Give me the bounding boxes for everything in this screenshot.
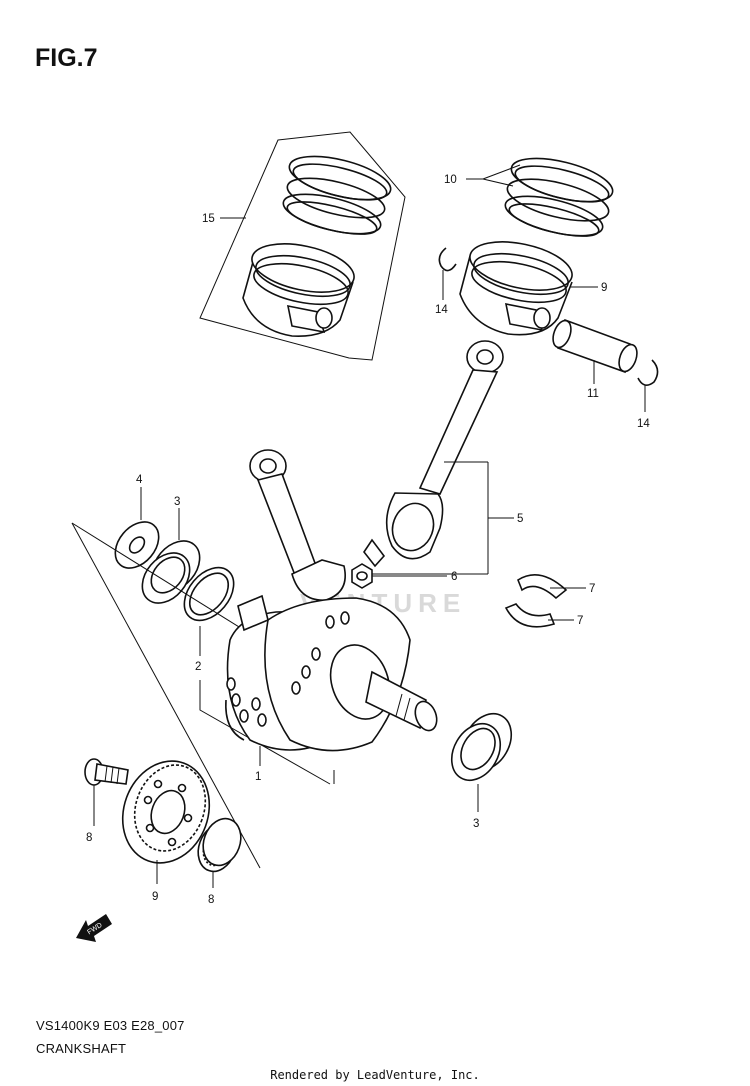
callout-10: 8 <box>86 832 92 844</box>
rendered-by-credit: Rendered by LeadVenture, Inc. <box>270 1068 480 1082</box>
connecting-rod-icon: 5 <box>363 340 523 575</box>
callout-9: 9 <box>152 891 158 903</box>
piston-11-group: 9 <box>459 241 607 336</box>
callout-15: 15 <box>202 213 215 225</box>
rod-bearing-lower-icon: 7 <box>504 603 583 628</box>
circlip-left-icon: 14 <box>435 247 457 316</box>
part-name: CRANKSHAFT <box>36 1041 127 1056</box>
crankshaft-icon: 1 <box>71 449 438 869</box>
callout-12: 10 <box>444 174 457 186</box>
thrust-washer-icon: 2 <box>183 566 235 673</box>
callout-4: 4 <box>136 474 143 486</box>
piston-kit-group: 15 <box>199 131 406 361</box>
callout-13: 11 <box>587 388 599 400</box>
fwd-arrow-icon: FWD <box>76 914 112 942</box>
piston-icon <box>242 243 355 337</box>
crank-web-holes <box>226 611 350 727</box>
callout-3-left: 3 <box>174 496 180 508</box>
rod-bearing-upper-icon: 7 <box>517 574 595 600</box>
piston-kit-frame <box>199 131 406 361</box>
rod-nut-icon: 6 <box>351 563 457 589</box>
bearing-right-icon: 3 <box>450 712 513 830</box>
bolt-icon: 8 <box>84 758 129 844</box>
part-code: VS1400K9 E03 E28_007 <box>36 1018 185 1033</box>
callout-7-lower: 7 <box>577 615 583 627</box>
needle-bearing-icon: 8 <box>197 817 242 906</box>
figure-title: FIG.7 <box>35 44 98 72</box>
callout-2: 2 <box>195 661 201 673</box>
circlip-right-icon: 14 <box>637 359 659 430</box>
starter-gear-icon: 9 <box>121 760 211 903</box>
callout-14-right: 14 <box>637 418 650 430</box>
piston-pin-icon: 11 <box>552 318 638 400</box>
piston-ring-set-icon <box>282 155 392 235</box>
bearing-left-icon: 3 <box>141 496 201 604</box>
callout-1: 1 <box>255 771 261 783</box>
callout-8: 8 <box>208 894 214 906</box>
callout-11: 9 <box>601 282 607 294</box>
piston-rings-group: 10 <box>444 157 614 237</box>
callout-5: 5 <box>517 513 523 525</box>
callout-7-upper: 7 <box>589 583 595 595</box>
callout-14-left: 14 <box>435 304 448 316</box>
callout-3-right: 3 <box>473 818 479 830</box>
callout-6: 6 <box>451 571 457 583</box>
